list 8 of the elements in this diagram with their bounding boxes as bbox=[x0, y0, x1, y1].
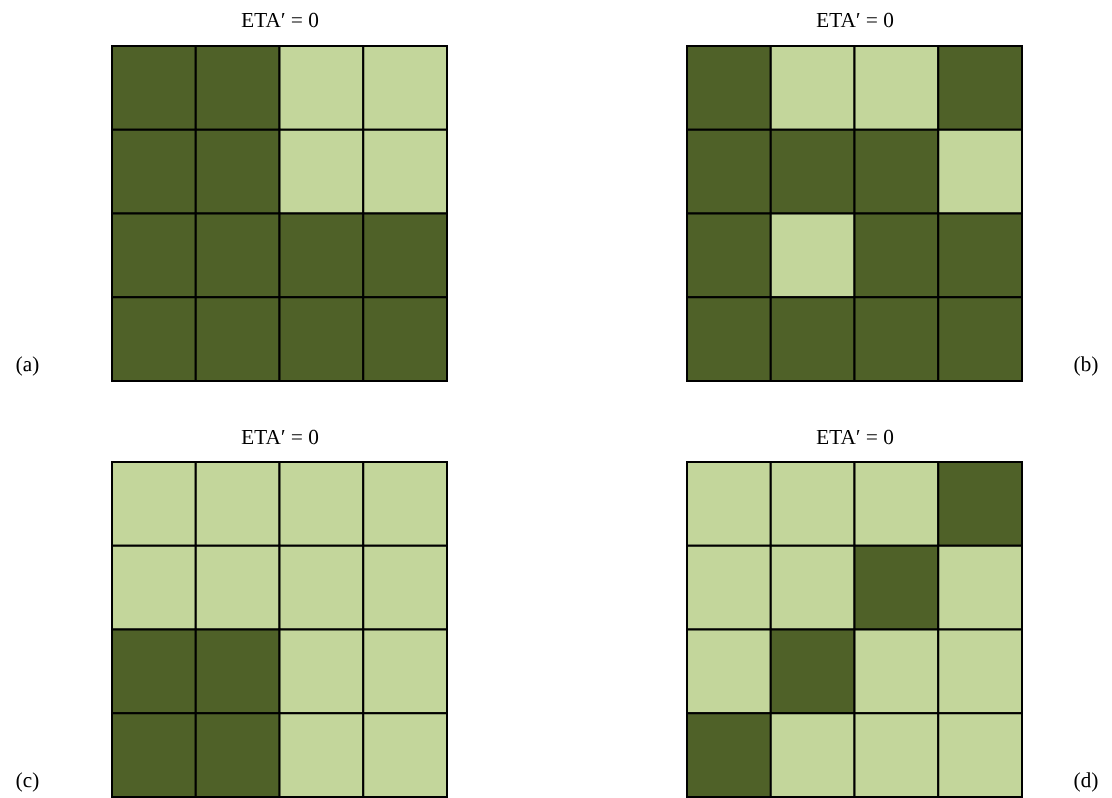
panel-title: ETA′ = 0 bbox=[816, 429, 894, 445]
panel-title: ETA′ = 0 bbox=[241, 12, 319, 28]
panel-label: (d) bbox=[1074, 772, 1098, 792]
panel-label: (a) bbox=[16, 356, 39, 376]
panel-title: ETA′ = 0 bbox=[241, 429, 319, 445]
panel-label: (c) bbox=[16, 772, 39, 792]
panel-title: ETA′ = 0 bbox=[816, 12, 894, 28]
panel-label: (b) bbox=[1074, 356, 1098, 376]
